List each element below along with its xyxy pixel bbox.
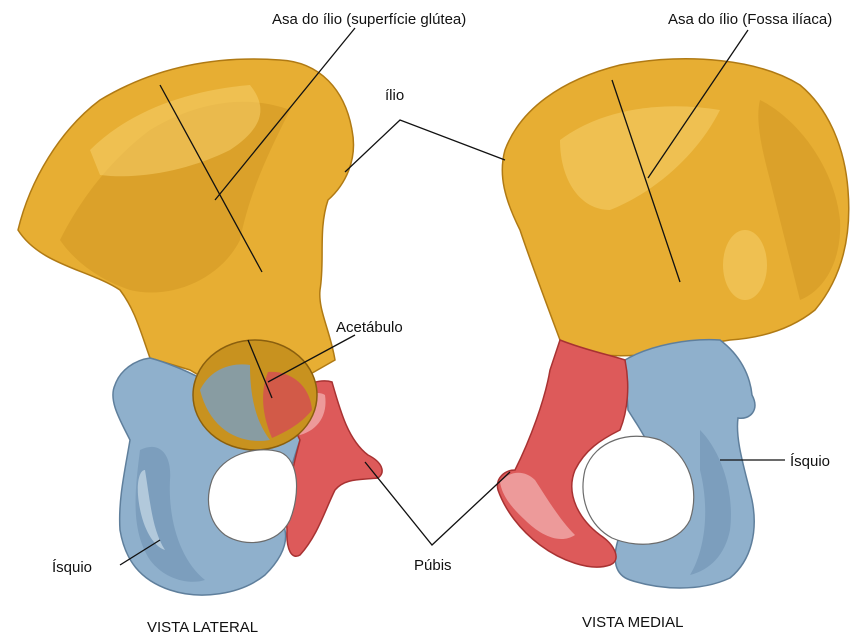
label-pubis: Púbis [414, 557, 452, 574]
label-ilio: ílio [385, 87, 404, 104]
label-acetabulo: Acetábulo [336, 319, 403, 336]
label-asa-fossa: Asa do ílio (Fossa ilíaca) [668, 11, 832, 28]
caption-vista-medial: VISTA MEDIAL [582, 614, 683, 631]
label-isquio-right: Ísquio [790, 453, 830, 470]
label-asa-glutea: Asa do ílio (superfície glútea) [272, 11, 466, 28]
medial-view-bone [497, 59, 848, 588]
label-isquio-left: Ísquio [52, 559, 92, 576]
lateral-view-bone [18, 59, 382, 595]
leader-ilio [345, 120, 505, 172]
leader-pubis [365, 462, 510, 545]
medial-auricular-surface [723, 230, 767, 300]
caption-vista-lateral: VISTA LATERAL [147, 619, 258, 635]
captions: VISTA LATERAL VISTA MEDIAL [147, 614, 683, 635]
medial-obturator-foramen [583, 436, 694, 544]
